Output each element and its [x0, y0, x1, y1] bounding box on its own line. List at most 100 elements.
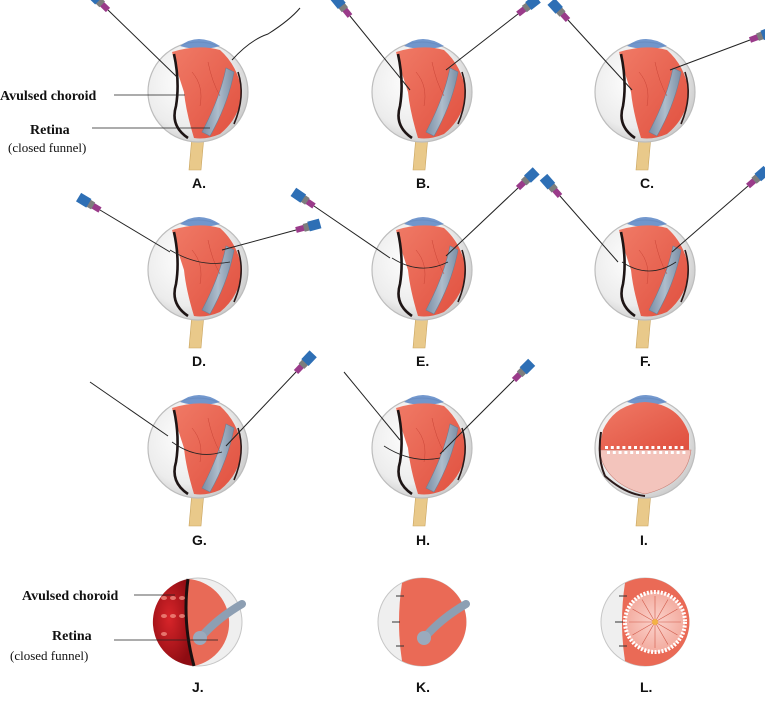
needle-c-right [669, 26, 765, 71]
laser-spot [607, 451, 610, 454]
needle-b-left [330, 0, 411, 91]
fundus-panel-l [600, 577, 690, 667]
avulsed-choroid-edge [172, 409, 189, 496]
laser-spot [641, 451, 645, 454]
vessel [638, 239, 668, 285]
retina-funnel [425, 67, 459, 137]
hemorrhage-spot [170, 596, 176, 600]
panel-label: F. [640, 353, 651, 369]
label-closed-funnel-top: (closed funnel) [8, 140, 86, 155]
needle-hub [748, 26, 765, 43]
laser-spot [651, 446, 655, 449]
lens [404, 39, 444, 49]
hemorrhage-spot [170, 614, 176, 618]
panel-label: H. [416, 532, 430, 548]
needle-hub [746, 165, 765, 189]
lens [180, 39, 220, 49]
label-avulsed-choroid-bottom: Avulsed choroid [22, 589, 119, 604]
suture-a [231, 7, 301, 61]
needle-e-left [290, 187, 391, 259]
needle-shaft [225, 371, 297, 447]
avulsed-choroid-edge [396, 53, 413, 140]
fundus-panel-j [152, 577, 246, 667]
eye-panel-h [371, 395, 473, 527]
choroid [619, 47, 689, 139]
choroid [172, 47, 242, 139]
laser-spot [630, 451, 634, 454]
needle-hub [330, 0, 353, 18]
needle-hub [86, 0, 111, 13]
needle-shaft [445, 13, 519, 71]
laser-spot [663, 446, 666, 449]
eye-panel-c [594, 39, 696, 171]
laser-spot [636, 451, 639, 454]
laser-spot [622, 446, 626, 449]
needle-hub [515, 167, 540, 191]
retina-funnel [425, 245, 459, 315]
avulsed-choroid-edge [396, 231, 413, 318]
needle-c-left [547, 0, 633, 91]
needle-shaft [445, 187, 519, 257]
retinal-vessel [654, 608, 678, 623]
laser-spot [647, 451, 651, 454]
laser-spot [616, 446, 620, 449]
retinal-vessel [641, 621, 656, 645]
needle-hub [511, 358, 536, 383]
needle-d-right [221, 218, 322, 251]
needle-hub [290, 187, 316, 209]
needle-a-left [86, 0, 179, 79]
avulsed-choroid-edge [619, 53, 636, 140]
suture-loop [621, 261, 677, 272]
avulsed-choroid-edge [619, 231, 636, 318]
panel-label: I. [640, 532, 648, 548]
lens [404, 217, 444, 227]
hemorrhage-spot [161, 632, 167, 636]
retinal-vessel [654, 621, 669, 645]
choroid [172, 225, 242, 317]
needle-d-left [75, 192, 171, 253]
needle-shaft [567, 19, 633, 91]
laser-spot [634, 446, 637, 449]
retina-funnel [201, 423, 235, 493]
laser-spot [670, 451, 674, 454]
needle-b-right [445, 0, 541, 71]
needle-shaft [349, 15, 411, 91]
needle-g-right [225, 350, 317, 447]
retinal-vessel [654, 621, 678, 636]
laser-spot [665, 451, 668, 454]
choroid-rim-right [680, 71, 689, 125]
needle-shaft [313, 205, 391, 259]
panel-label: K. [416, 679, 430, 695]
lens [180, 217, 220, 227]
suture-loop [391, 257, 449, 269]
panel-label: C. [640, 175, 654, 191]
choroid [396, 403, 466, 495]
laser-spot [659, 451, 663, 454]
panel-label: L. [640, 679, 652, 695]
laser-spot [676, 451, 680, 454]
needle-shaft [669, 39, 751, 71]
needle-hub [516, 0, 541, 17]
label-closed-funnel-bottom: (closed funnel) [10, 648, 88, 663]
choroid-field [399, 578, 467, 666]
avulsed-choroid-edge [172, 231, 189, 318]
retina-funnel [201, 67, 235, 137]
needle-shaft [107, 9, 179, 79]
laser-spot [657, 446, 661, 449]
suture-h [343, 371, 401, 441]
retinal-vessel [632, 608, 656, 623]
needle-shaft [221, 229, 297, 251]
needle-f-left [539, 173, 619, 263]
laser-spot [628, 446, 632, 449]
label-retina-bottom: Retina [52, 629, 92, 644]
laser-spot [605, 446, 608, 449]
suture-loop [169, 249, 231, 264]
lens [627, 395, 667, 405]
eye-panel-g [147, 395, 249, 527]
lens [180, 395, 220, 405]
panel-label: A. [192, 175, 206, 191]
panel-label: J. [192, 679, 204, 695]
choroid-rim-right [457, 427, 466, 481]
choroid [396, 47, 466, 139]
